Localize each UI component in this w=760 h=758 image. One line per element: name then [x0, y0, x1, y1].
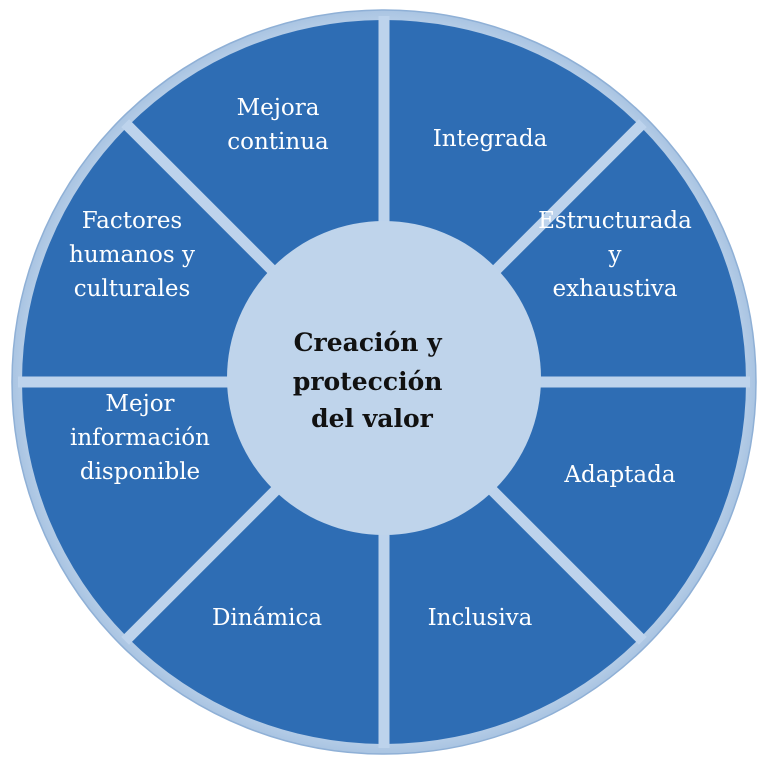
segment-label-inclusiva: Inclusiva [428, 605, 533, 631]
segment-label-line: Factores [82, 208, 183, 234]
segment-estructurada [490, 126, 746, 382]
center-label-line-3: del valor [311, 404, 433, 433]
segment-label-line: culturales [74, 276, 191, 302]
segment-label-line: Inclusiva [428, 605, 533, 631]
center-label-line-1: Creación y [294, 328, 443, 357]
separator-1 [484, 119, 647, 282]
segment-label-estructurada: Estructurada y exhaustiva [538, 208, 692, 302]
segment-label-mejor-informacion: Mejor información disponible [70, 391, 210, 485]
center-hub [227, 221, 541, 535]
segment-mejor-informacion [22, 382, 278, 638]
segment-label-integrada: Integrada [433, 126, 548, 152]
segment-adaptada [490, 382, 746, 638]
segment-integrada [384, 20, 640, 276]
segments [22, 20, 746, 744]
segment-label-dinamica: Dinámica [212, 605, 322, 631]
segment-label-line: continua [227, 129, 329, 155]
separator-7 [121, 119, 284, 282]
segment-label-line: Estructurada [538, 208, 692, 234]
segment-label-line: Integrada [433, 126, 548, 152]
segment-label-line: Dinámica [212, 605, 322, 631]
segment-label-line: disponible [80, 459, 200, 485]
segment-inclusiva [384, 488, 640, 744]
segment-label-mejora-continua: Mejora continua [227, 95, 329, 155]
center-label: Creación y protección del valor [293, 328, 451, 433]
segment-label-line: información [70, 425, 210, 451]
segment-label-line: Mejora [237, 95, 320, 121]
segment-factores [22, 126, 278, 382]
segment-label-line: humanos y [69, 242, 195, 268]
segment-label-line: Adaptada [563, 462, 675, 488]
segment-dinamica [128, 488, 384, 744]
separator-5 [121, 482, 284, 645]
segment-label-line: y [608, 242, 622, 268]
segment-label-line: exhaustiva [552, 276, 677, 302]
segment-label-factores: Factores humanos y culturales [69, 208, 195, 302]
separator-3 [484, 482, 647, 645]
segment-mejora-continua [128, 20, 384, 276]
segment-label-line: Mejor [105, 391, 174, 417]
segment-label-adaptada: Adaptada [563, 462, 675, 488]
center-label-line-2: protección [293, 367, 443, 396]
separators [18, 16, 750, 748]
